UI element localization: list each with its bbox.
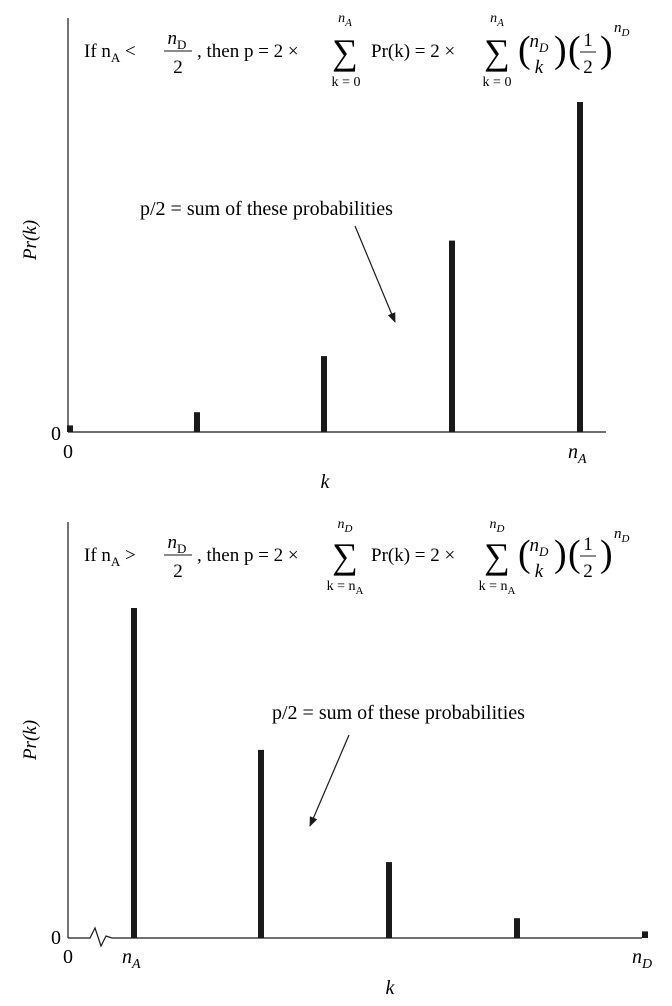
svg-text:2: 2 <box>583 561 593 582</box>
bottom-bar-3 <box>514 918 520 938</box>
svg-text:k = 0: k = 0 <box>332 75 361 90</box>
bottom-y-axis-label: Pr(k) <box>20 720 41 761</box>
svg-text:): ) <box>600 533 613 575</box>
bottom-annotation-arrow <box>309 734 350 827</box>
bottom-x-tick-nA: nA <box>122 946 141 972</box>
svg-text:2: 2 <box>583 57 593 78</box>
svg-text:nD: nD <box>614 20 630 39</box>
svg-text:(: ( <box>518 29 531 71</box>
svg-text:Pr(k) = 2 ×: Pr(k) = 2 × <box>371 41 455 62</box>
svg-text:): ) <box>600 29 613 71</box>
top-bar-4 <box>577 102 583 432</box>
top-x-tick-nA: nA <box>568 441 587 467</box>
top-x-axis-label: k <box>321 471 331 493</box>
svg-text:, then p = 2 ×: , then p = 2 × <box>197 41 299 62</box>
bottom-x-axis-label: k <box>386 977 396 999</box>
bottom-annotation: p/2 = sum of these probabilities <box>272 702 525 724</box>
svg-text:nD: nD <box>614 526 630 545</box>
svg-text:2: 2 <box>173 561 183 582</box>
top-annotation: p/2 = sum of these probabilities <box>140 198 393 220</box>
svg-text:nD: nD <box>490 517 505 535</box>
top-chart: Pr(k) 0 0 nA k p/2 = sum of these probab… <box>20 11 630 493</box>
svg-text:∑: ∑ <box>484 536 510 576</box>
svg-text:nA: nA <box>338 11 352 29</box>
bottom-formula: If nA > nD 2 , then p = 2 × ∑ nD k = nA … <box>84 517 630 597</box>
svg-text:∑: ∑ <box>332 32 358 72</box>
svg-text:2: 2 <box>173 57 183 78</box>
top-bar-2 <box>321 356 327 432</box>
svg-text:k: k <box>535 57 544 78</box>
svg-text:(: ( <box>568 533 581 575</box>
svg-text:nD: nD <box>168 28 187 52</box>
top-bars <box>67 102 583 432</box>
svg-text:nD: nD <box>338 517 353 535</box>
svg-text:nD: nD <box>530 535 550 559</box>
svg-text:, then p = 2 ×: , then p = 2 × <box>197 545 299 566</box>
svg-text:nD: nD <box>168 532 187 556</box>
bottom-chart: Pr(k) 0 0 nA nD k p/2 = sum of these pro… <box>20 517 652 999</box>
bottom-bar-2 <box>386 862 392 938</box>
svg-text:1: 1 <box>583 30 593 51</box>
top-y-tick-zero: 0 <box>51 423 61 445</box>
top-annotation-arrow <box>354 225 396 323</box>
svg-text:k: k <box>535 561 544 582</box>
top-bar-0 <box>67 425 73 432</box>
bottom-bar-1 <box>258 749 264 938</box>
svg-text:nD: nD <box>530 31 550 55</box>
svg-text:k = 0: k = 0 <box>483 75 512 90</box>
svg-text:(: ( <box>518 533 531 575</box>
svg-text:): ) <box>554 29 567 71</box>
top-y-axis-label: Pr(k) <box>20 220 41 261</box>
svg-text:If nA >: If nA > <box>84 545 136 569</box>
svg-text:If nA <: If nA < <box>84 41 136 65</box>
svg-text:∑: ∑ <box>484 32 510 72</box>
svg-text:1: 1 <box>583 534 593 555</box>
svg-text:): ) <box>554 533 567 575</box>
svg-text:k = nA: k = nA <box>479 579 516 597</box>
svg-text:Pr(k) = 2 ×: Pr(k) = 2 × <box>371 545 455 566</box>
bottom-x-tick-nD: nD <box>632 946 652 972</box>
bottom-y-tick-zero: 0 <box>51 927 61 949</box>
top-x-tick-zero: 0 <box>63 441 73 463</box>
top-bar-3 <box>449 240 455 432</box>
bottom-bar-4 <box>642 931 648 938</box>
bottom-bars <box>131 608 648 938</box>
bottom-x-axis <box>68 926 642 948</box>
svg-text:(: ( <box>568 29 581 71</box>
svg-text:nA: nA <box>490 11 504 29</box>
top-formula: If nA < nD 2 , then p = 2 × ∑ nA k = 0 P… <box>84 11 630 90</box>
top-bar-1 <box>194 412 200 432</box>
bottom-x-tick-zero: 0 <box>63 946 73 968</box>
svg-text:k = nA: k = nA <box>327 579 364 597</box>
bottom-bar-0 <box>131 608 137 938</box>
svg-text:∑: ∑ <box>332 536 358 576</box>
